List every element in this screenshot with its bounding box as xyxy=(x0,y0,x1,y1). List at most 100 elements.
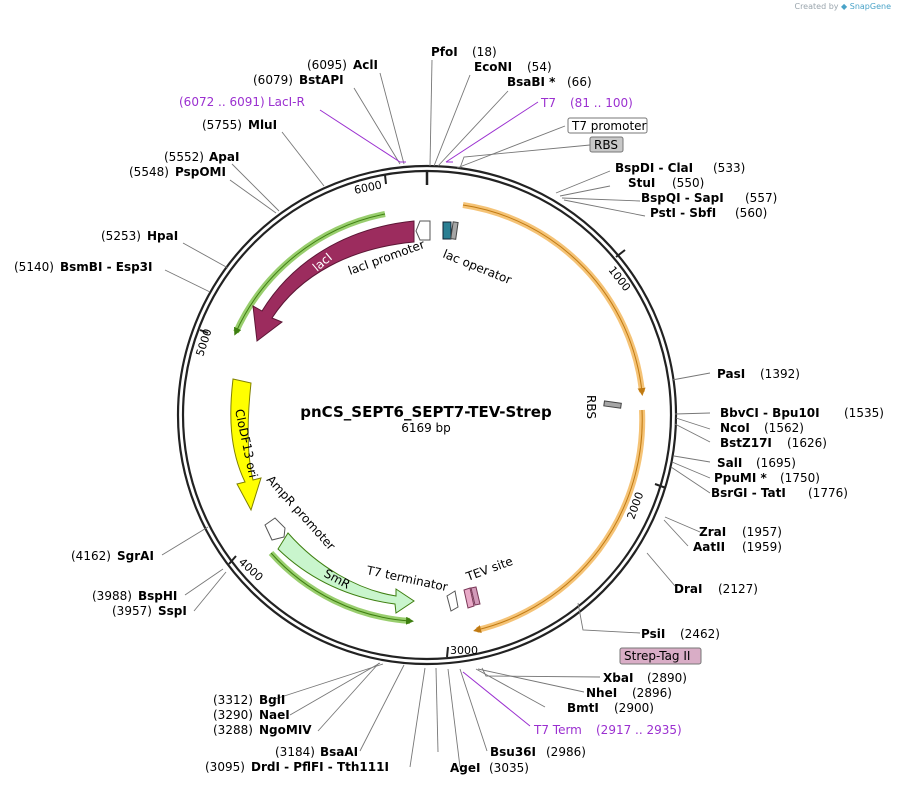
site-sali: SalI xyxy=(717,456,742,470)
site-bstz17i-pos: (1626) xyxy=(787,436,827,450)
snapgene-logo-icon: ◆ xyxy=(841,2,848,11)
primer-t7-pos: (81 .. 100) xyxy=(570,96,633,110)
orf-arc-green-smr-line xyxy=(270,552,414,625)
site-bspdi-clai: BspDI - ClaI xyxy=(615,161,693,175)
tick-2000 xyxy=(654,483,667,489)
rbs-box xyxy=(589,136,624,153)
site-sali-pos: (1695) xyxy=(756,456,796,470)
site-naei: NaeI xyxy=(259,708,290,722)
orf-arc-green-laci-line xyxy=(234,213,386,336)
site-drai: DraI xyxy=(674,582,702,596)
feature-lac-operator-2 xyxy=(450,221,459,240)
site-agei-pos: (3035) xyxy=(489,761,529,775)
site-bmti: BmtI xyxy=(567,701,599,715)
site-bgli-pos: (3312) xyxy=(213,693,253,707)
cds-arc-orange-line xyxy=(462,204,646,396)
site-bsmbi-esp3i-pos: (5140) xyxy=(14,260,54,274)
site-naei-pos: (3290) xyxy=(213,708,253,722)
feature-smr xyxy=(277,532,415,614)
site-drdi-pos: (3095) xyxy=(205,760,245,774)
site-zrai-pos: (1957) xyxy=(742,525,782,539)
site-xbai: XbaI xyxy=(603,671,633,685)
site-bsphi: BspHI xyxy=(138,589,177,603)
site-bsu36i: Bsu36I xyxy=(490,745,536,759)
site-bsphi-pos: (3988) xyxy=(92,589,132,603)
site-pspomi: PspOMI xyxy=(175,165,226,179)
site-aatii: AatII xyxy=(693,540,725,554)
site-hpai-pos: (5253) xyxy=(101,229,141,243)
site-sspi-pos: (3957) xyxy=(112,604,152,618)
feature-rbs-inner xyxy=(603,400,622,409)
feature-t7-terminator xyxy=(446,590,459,612)
site-bbvci-bpu10i-pos: (1535) xyxy=(844,406,884,420)
feature-label-ampr-promoter: AmpR promoter xyxy=(264,473,338,553)
site-mlui-pos: (5755) xyxy=(202,118,242,132)
site-bstapi: BstAPI xyxy=(299,73,344,87)
site-bsrgi-tati-pos: (1776) xyxy=(808,486,848,500)
credit-prefix: Created by xyxy=(794,2,839,11)
site-acli-pos: (6095) xyxy=(307,58,347,72)
site-sgrai: SgrAI xyxy=(117,549,154,563)
strep-tag-label: Strep-Tag II xyxy=(624,649,690,663)
site-bspdi-clai-pos: (533) xyxy=(713,161,745,175)
feature-clodf13-ori xyxy=(230,378,262,512)
site-stui-pos: (550) xyxy=(672,176,704,190)
site-pfoi-pos: (18) xyxy=(472,45,497,59)
site-ngomiv-pos: (3288) xyxy=(213,723,253,737)
site-agei: AgeI xyxy=(450,761,480,775)
site-drai-pos: (2127) xyxy=(718,582,758,596)
site-bsrgi-tati: BsrGI - TatI xyxy=(711,486,786,500)
site-bsabi: BsaBI * xyxy=(507,75,556,89)
feature-tev-site xyxy=(463,587,475,609)
site-pfoi: PfoI xyxy=(431,45,458,59)
site-bspqi-sapi-pos: (557) xyxy=(745,191,777,205)
strep-tag-box xyxy=(619,647,702,665)
primer-t7term: T7 Term xyxy=(533,723,582,737)
site-nhei: NheI xyxy=(586,686,617,700)
primer-laci-r-pos: (6072 .. 6091) xyxy=(179,95,265,109)
site-xbai-pos: (2890) xyxy=(647,671,687,685)
site-apai-pos: (5552) xyxy=(164,150,204,164)
site-bsabi-pos: (66) xyxy=(567,75,592,89)
site-bgli: BglI xyxy=(259,693,285,707)
site-ppumi: PpuMI * xyxy=(714,471,768,485)
site-bspqi-sapi: BspQI - SapI xyxy=(641,191,724,205)
site-zrai: ZraI xyxy=(699,525,726,539)
site-econi-pos: (54) xyxy=(527,60,552,74)
feature-laci xyxy=(252,220,415,342)
site-pspomi-pos: (5548) xyxy=(129,165,169,179)
t7-promoter-box xyxy=(567,117,648,134)
site-bsu36i-pos: (2986) xyxy=(546,745,586,759)
site-pasi: PasI xyxy=(717,367,745,381)
plasmid-length: 6169 bp xyxy=(401,421,451,435)
feature-laci-promoter xyxy=(415,220,431,241)
site-econi: EcoNI xyxy=(474,60,512,74)
site-stui: StuI xyxy=(628,176,655,190)
site-ppumi-pos: (1750) xyxy=(780,471,820,485)
site-psti-sbfi: PstI - SbfI xyxy=(650,206,716,220)
feature-label-lac-operator: lac operator xyxy=(441,247,514,287)
site-ncoi-pos: (1562) xyxy=(764,421,804,435)
site-nhei-pos: (2896) xyxy=(632,686,672,700)
feature-tev-site-2 xyxy=(470,586,481,606)
cds-arc-orange xyxy=(462,202,645,393)
feature-lac-operator xyxy=(442,221,452,240)
site-mlui: MluI xyxy=(248,118,277,132)
site-psii-pos: (2462) xyxy=(680,627,720,641)
snapgene-credit: Created by ◆ SnapGene xyxy=(794,2,891,11)
plasmid-name: pnCS_SEPT6_SEPT7-TEV-Strep xyxy=(300,403,552,421)
site-bsaai-pos: (3184) xyxy=(275,745,315,759)
feature-label-tev-site: TEV site xyxy=(463,554,514,584)
backbone-outer xyxy=(176,164,678,666)
site-bsaai: BsaAI xyxy=(320,745,358,759)
feature-label-t7-terminator: T7 terminator xyxy=(364,563,449,594)
primer-lines xyxy=(319,101,539,727)
tick-6000 xyxy=(384,174,387,185)
feature-label-rbs-inner: RBS xyxy=(584,395,598,419)
site-apai: ApaI xyxy=(209,150,239,164)
site-hpai: HpaI xyxy=(147,229,178,243)
primer-t7: T7 xyxy=(540,96,556,110)
tick-label-3000: 3000 xyxy=(450,644,478,657)
primer-laci-r: LacI-R xyxy=(268,95,305,109)
